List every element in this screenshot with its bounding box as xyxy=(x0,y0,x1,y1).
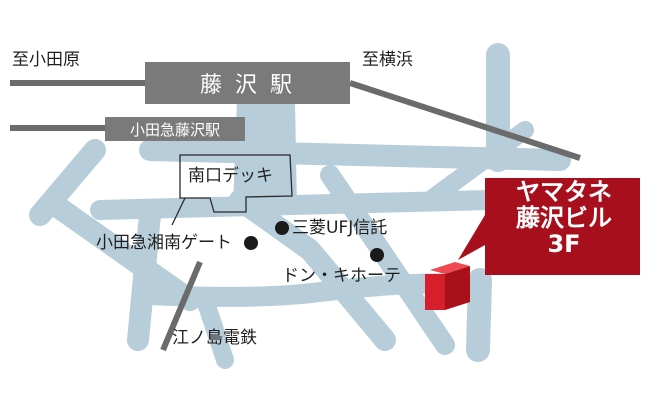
destination-line-1: ヤマタネ xyxy=(516,178,612,206)
destination-label: ヤマタネ 藤沢ビル 3F xyxy=(490,178,638,258)
deck-leader-line xyxy=(171,197,186,226)
road-network xyxy=(29,43,571,369)
landmark-dot-shonan-gate xyxy=(244,236,258,250)
label-to-yokohama: 至横浜 xyxy=(362,50,413,70)
label-mufg-trust: 三菱UFJ信託 xyxy=(292,218,388,238)
road-left-diagonal-b xyxy=(44,194,201,311)
label-odakyu-shonan-gate: 小田急湘南ゲート xyxy=(96,233,232,253)
road-center-diagonal xyxy=(229,189,396,351)
fujisawa-station-label: 藤 沢 駅 xyxy=(200,73,295,98)
odakyu-fujisawa-station-box: 小田急藤沢駅 xyxy=(105,117,245,141)
odakyu-fujisawa-station-label: 小田急藤沢駅 xyxy=(129,120,220,139)
fujisawa-station-box: 藤 沢 駅 xyxy=(145,62,350,104)
destination-line-3: 3F xyxy=(547,229,581,258)
landmark-dot-don-quijote xyxy=(370,248,384,262)
label-south-exit-deck: 南口デッキ xyxy=(188,166,273,186)
road-right-vertical-lower xyxy=(466,268,492,362)
label-to-odawara: 至小田原 xyxy=(12,50,80,70)
destination-line-2: 藤沢ビル xyxy=(516,203,612,232)
road-left-vertical xyxy=(127,204,161,351)
landmark-dot-mufg xyxy=(275,221,289,235)
enoshima-railway-line xyxy=(160,260,203,352)
destination-callout-box xyxy=(458,178,640,275)
jr-line-east xyxy=(349,80,581,161)
road-right-branch xyxy=(421,121,534,209)
label-don-quijote: ドン・キホーテ xyxy=(282,266,401,286)
south-exit-deck-outline xyxy=(179,154,293,213)
road-right-diagonal xyxy=(320,165,455,355)
building-cube xyxy=(425,262,470,310)
road-lower-vertical xyxy=(196,291,234,369)
label-enoshima-railway: 江ノ島電鉄 xyxy=(172,328,257,348)
